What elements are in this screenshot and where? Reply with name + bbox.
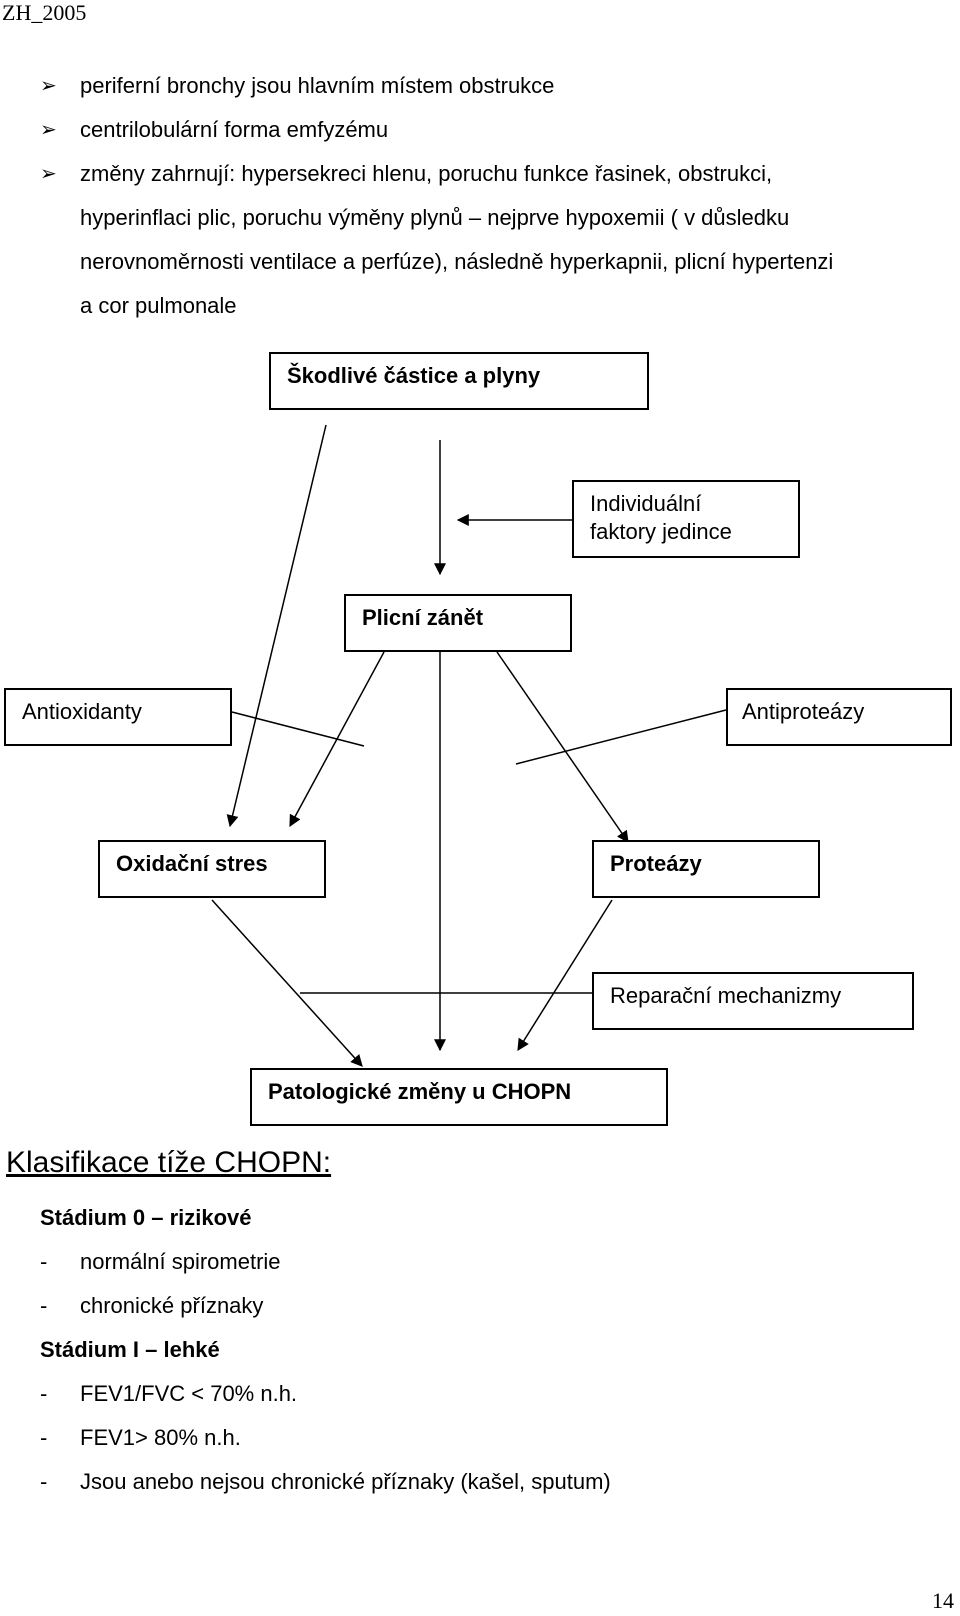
bullet-text: a cor pulmonale: [80, 293, 237, 318]
line-antioxidants-inhibit: [231, 711, 365, 747]
bullet-continuation: nerovnoměrnosti ventilace a perfúze), ná…: [40, 240, 940, 284]
bullet-text: periferní bronchy jsou hlavním místem ob…: [80, 73, 555, 98]
stage0-title: Stádium 0 – rizikové: [40, 1205, 252, 1230]
stage1-item-text: Jsou anebo nejsou chronické příznaky (ka…: [80, 1469, 611, 1494]
box-oxidative-stress-label: Oxidační stres: [116, 851, 268, 876]
arrow-inflammation-to-proteases: [496, 651, 629, 843]
box-antioxidants: Antioxidanty: [4, 688, 232, 746]
bullet-item: ➢ změny zahrnují: hypersekreci hlenu, po…: [40, 152, 940, 196]
box-pathologic-changes-label: Patologické změny u CHOPN: [268, 1079, 572, 1104]
classification-title: Klasifikace tíže CHOPN:: [6, 1146, 332, 1179]
box-antioxidants-label: Antioxidanty: [22, 699, 142, 724]
line-antiproteases-inhibit: [515, 709, 727, 765]
box-proteases: Proteázy: [592, 840, 820, 898]
stage0-item-text: chronické příznaky: [80, 1293, 264, 1318]
bullet-text: centrilobulární forma emfyzému: [80, 117, 389, 142]
bullet-continuation: hyperinflaci plic, poruchu výměny plynů …: [40, 196, 940, 240]
bullet-text: nerovnoměrnosti ventilace a perfúze), ná…: [80, 249, 834, 274]
stage1-item-text: FEV1> 80% n.h.: [80, 1425, 241, 1450]
box-lung-inflammation-label: Plicní zánět: [362, 605, 484, 630]
dash-bullet: -: [40, 1381, 48, 1406]
arrow-bullet-icon: ➢: [40, 163, 57, 185]
arrow-bullet-icon: ➢: [40, 119, 57, 141]
box-proteases-label: Proteázy: [610, 851, 702, 876]
stage1-title: Stádium I – lehké: [40, 1337, 220, 1362]
box-individual-factors-line2: faktory jedince: [590, 519, 732, 544]
arrow-oxidative-to-pathologic: [211, 899, 363, 1067]
box-lung-inflammation: Plicní zánět: [344, 594, 572, 652]
stage1-item-text: FEV1/FVC < 70% n.h.: [80, 1381, 298, 1406]
box-repair-mechanisms: Reparační mechanizmy: [592, 972, 914, 1030]
box-antiproteases-label: Antiproteázy: [742, 699, 865, 724]
bullet-text: změny zahrnují: hypersekreci hlenu, poru…: [80, 161, 773, 186]
bullet-list: ➢ periferní bronchy jsou hlavním místem …: [40, 64, 940, 328]
document-header: ZH_2005: [2, 0, 87, 25]
box-repair-mechanisms-label: Reparační mechanizmy: [610, 983, 842, 1008]
box-antiproteases: Antiproteázy: [726, 688, 952, 746]
arrow-bullet-icon: ➢: [40, 75, 57, 97]
dash-bullet: -: [40, 1249, 48, 1274]
box-pathologic-changes: Patologické změny u CHOPN: [250, 1068, 668, 1126]
stage0-item-text: normální spirometrie: [80, 1249, 281, 1274]
box-harmful-particles-label: Škodlivé částice a plyny: [287, 363, 541, 388]
dash-bullet: -: [40, 1469, 48, 1494]
bullet-item: ➢ periferní bronchy jsou hlavním místem …: [40, 64, 940, 108]
page-number: 14: [932, 1588, 954, 1613]
dash-bullet: -: [40, 1293, 48, 1318]
bullet-item: ➢ centrilobulární forma emfyzému: [40, 108, 940, 152]
box-oxidative-stress: Oxidační stres: [98, 840, 326, 898]
arrow-proteases-to-pathologic: [517, 899, 613, 1052]
box-harmful-particles: Škodlivé částice a plyny: [269, 352, 649, 410]
bullet-text: hyperinflaci plic, poruchu výměny plynů …: [80, 205, 790, 230]
dash-bullet: -: [40, 1425, 48, 1450]
arrow-harmful-to-oxidative: [226, 424, 327, 828]
box-individual-factors-line1: Individuální: [590, 491, 702, 516]
bullet-continuation: a cor pulmonale: [40, 284, 940, 328]
box-individual-factors: Individuální faktory jedince: [572, 480, 800, 558]
